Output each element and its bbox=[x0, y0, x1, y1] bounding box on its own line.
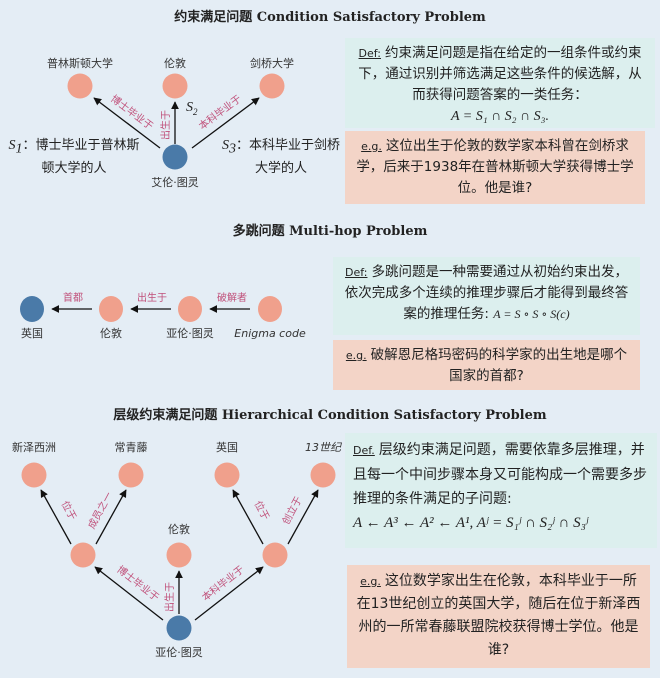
edge-label-located2: 位于 bbox=[252, 498, 273, 522]
csp-definition-box: Def:约束满足问题是指在给定的一组条件或约束下，通过识别并筛选满足这些条件的候… bbox=[345, 38, 655, 128]
edge-label-member: 成员之一 bbox=[85, 490, 115, 531]
multihop-example-box: e.g.破解恩尼格玛密码的科学家的出生地是哪个国家的首都? bbox=[333, 340, 640, 390]
s1-text: ：博士毕业于普林斯顿大学的人 bbox=[22, 138, 140, 176]
def-tag: Def: bbox=[345, 266, 368, 279]
node-uk bbox=[214, 462, 240, 488]
node-turing bbox=[162, 144, 188, 170]
def-formula: A ← A³ ← A² ← A¹, Aʲ = S₁ʲ ∩ S₂ʲ ∩ S₃ʲ bbox=[353, 515, 589, 531]
node-label-princeton: 普林斯顿大学 bbox=[47, 56, 113, 70]
csp-example-box: e.g.这位出生于伦敦的数学家本科曾在剑桥求学，后来于1938年在普林斯顿大学获… bbox=[345, 131, 645, 204]
eg-text: 这位数学家出生在伦敦，本科毕业于一所在13世纪创立的英国大学，随后在位于新泽西州… bbox=[356, 573, 641, 658]
def-text: 约束满足问题是指在给定的一组条件或约束下，通过识别并筛选满足这些条件的候选解，从… bbox=[358, 45, 642, 103]
eg-tag: e.g. bbox=[360, 575, 381, 588]
multihop-definition-box: Def:多跳问题是一种需要通过从初始约束出发，依次完成多个连续的推理步骤后才能得… bbox=[333, 257, 640, 335]
def-tag: Def. bbox=[353, 444, 375, 457]
def-formula: A = S₁ ∩ S₂ ∩ S₃. bbox=[450, 109, 550, 124]
edge-founded bbox=[287, 489, 319, 545]
edge-phd bbox=[94, 566, 164, 621]
s3-description: S3：本科毕业于剑桥大学的人 bbox=[220, 136, 342, 178]
edge-label-born: 出生于 bbox=[137, 291, 167, 304]
node-label-ivy: 常青藤 bbox=[115, 441, 148, 454]
eg-tag: e.g. bbox=[345, 349, 367, 362]
node-princeton bbox=[67, 73, 93, 99]
s3-text: ：本科毕业于剑桥大学的人 bbox=[235, 138, 340, 176]
edge-label-phd: 博士毕业于 bbox=[114, 563, 161, 604]
hcsp-example-box: e.g.这位数学家出生在伦敦，本科毕业于一所在13世纪创立的英国大学，随后在位于… bbox=[347, 565, 650, 668]
node-london bbox=[162, 73, 188, 99]
node-london bbox=[166, 542, 192, 568]
node-label-london: 伦敦 bbox=[100, 326, 122, 340]
eg-text: 破解恩尼格玛密码的科学家的出生地是哪个国家的首都? bbox=[370, 347, 628, 384]
node-label-turing: 亚伦·图灵 bbox=[166, 326, 214, 340]
node-label-london: 伦敦 bbox=[164, 56, 186, 70]
node-uk bbox=[20, 296, 44, 322]
edge-bachelor bbox=[191, 97, 260, 149]
multihop-graph: 英国 伦敦 亚伦·图灵 Enigma code 首都 出生于 破解者 bbox=[20, 291, 306, 340]
edge-label-bachelor: 本科毕业于 bbox=[196, 92, 244, 132]
node-label-enigma: Enigma code bbox=[234, 327, 306, 340]
node-nj bbox=[21, 462, 47, 488]
node-label-cambridge: 剑桥大学 bbox=[250, 56, 294, 70]
def-tag: Def: bbox=[358, 47, 381, 60]
edge-label-capital: 首都 bbox=[63, 291, 83, 304]
edge-phd bbox=[93, 97, 161, 149]
def-text: 层级约束满足问题，需要依靠多层推理，并且每一个中间步骤本身又可能构成一个需要多步… bbox=[353, 442, 647, 507]
node-label-turing: 艾伦·图灵 bbox=[151, 175, 199, 189]
s1-sub: 1 bbox=[15, 141, 23, 157]
s1-sym: S bbox=[8, 138, 16, 153]
section-title-hcsp: 层级约束满足问题 Hierarchical Condition Satisfac… bbox=[113, 408, 547, 423]
node-13c bbox=[310, 462, 336, 488]
def-text: 多跳问题是一种需要通过从初始约束出发，依次完成多个连续的推理步骤后才能得到最终答… bbox=[344, 264, 629, 322]
s2-sub: 2 bbox=[193, 106, 198, 117]
node-label-london: 伦敦 bbox=[168, 522, 190, 536]
s1-description: S1：博士毕业于普林斯顿大学的人 bbox=[8, 136, 140, 178]
edge-located1 bbox=[40, 489, 72, 545]
s2-label: S2 bbox=[186, 100, 198, 117]
edge-label-cracker: 破解者 bbox=[217, 291, 247, 304]
edge-located2 bbox=[232, 489, 264, 545]
s3-sub: 3 bbox=[228, 141, 236, 157]
node-turing bbox=[166, 615, 192, 641]
s2-sym: S bbox=[186, 100, 193, 115]
section-title-csp: 约束满足问题 Condition Satisfactory Problem bbox=[174, 10, 486, 25]
def-formula: A = S ∘ S ∘ S(c) bbox=[493, 307, 570, 321]
node-turing bbox=[178, 296, 202, 322]
edge-member bbox=[95, 489, 127, 545]
node-cambridge bbox=[262, 542, 288, 568]
hcsp-graph: 新泽西洲 常青藤 英国 13世纪 伦敦 亚伦·图灵 位于 成员之一 位于 创立于… bbox=[12, 440, 343, 659]
node-princeton bbox=[70, 542, 96, 568]
edge-label-located1: 位于 bbox=[59, 498, 80, 522]
s3-sym: S bbox=[221, 138, 229, 153]
hcsp-definition-box: Def.层级约束满足问题，需要依靠多层推理，并且每一个中间步骤本身又可能构成一个… bbox=[345, 433, 657, 548]
edge-label-born: 出生于 bbox=[163, 582, 176, 612]
eg-text: 这位出生于伦敦的数学家本科曾在剑桥求学，后来于1938年在普林斯顿大学获得博士学… bbox=[356, 138, 634, 196]
node-label-uk: 英国 bbox=[216, 440, 238, 454]
node-label-nj: 新泽西洲 bbox=[12, 440, 56, 454]
node-enigma bbox=[258, 296, 282, 322]
node-cambridge bbox=[259, 73, 285, 99]
node-label-uk: 英国 bbox=[21, 326, 43, 340]
edge-label-born: 出生于 bbox=[159, 110, 172, 140]
edge-bachelor bbox=[194, 566, 264, 621]
node-label-13c: 13世纪 bbox=[305, 441, 343, 454]
eg-tag: e.g. bbox=[361, 140, 382, 153]
section-title-multihop: 多跳问题 Multi-hop Problem bbox=[232, 224, 428, 239]
node-label-turing: 亚伦·图灵 bbox=[155, 645, 203, 659]
node-ivy bbox=[118, 462, 144, 488]
node-london bbox=[99, 296, 123, 322]
